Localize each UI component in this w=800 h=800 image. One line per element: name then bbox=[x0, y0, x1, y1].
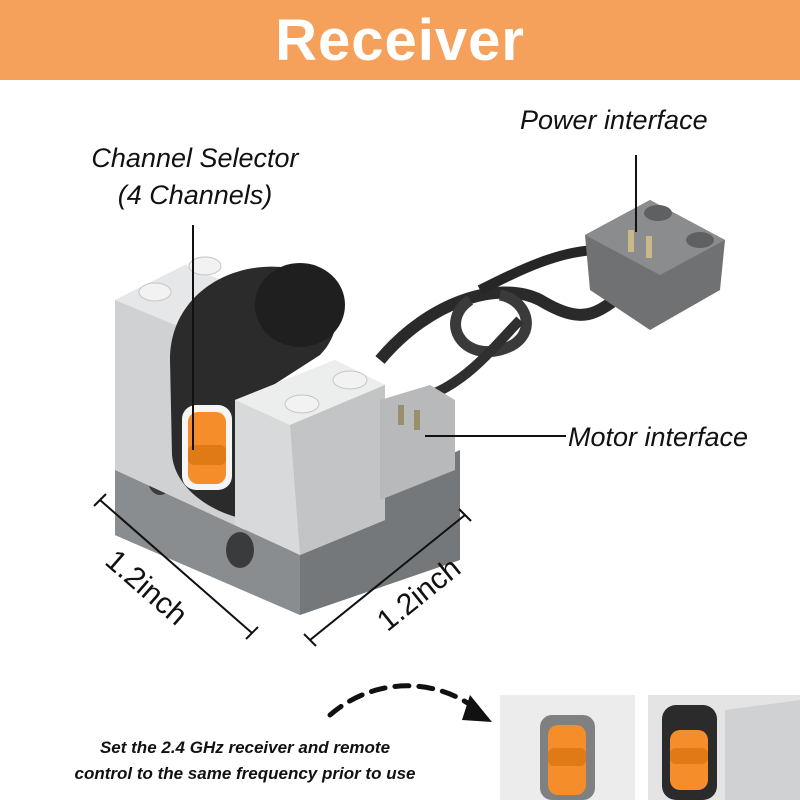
motor-interface-label: Motor interface bbox=[568, 422, 749, 452]
inset-photo-left bbox=[500, 695, 635, 800]
dimension-right bbox=[303, 508, 472, 647]
usage-note-line2: control to the same frequency prior to u… bbox=[74, 764, 416, 783]
channel-selector-label: Channel Selector (4 Channels) bbox=[70, 140, 320, 214]
banner-title: Receiver bbox=[275, 7, 525, 73]
dashed-arrow bbox=[327, 683, 492, 722]
channel-selector-line1: Channel Selector bbox=[91, 143, 299, 173]
title-banner: Receiver bbox=[0, 0, 800, 80]
channel-selector-line2: (4 Channels) bbox=[117, 180, 273, 210]
usage-note: Set the 2.4 GHz receiver and remote cont… bbox=[20, 735, 470, 787]
receiver-body bbox=[115, 256, 460, 615]
usage-note-line1: Set the 2.4 GHz receiver and remote bbox=[99, 738, 391, 757]
power-interface-label: Power interface bbox=[520, 105, 708, 135]
inset-photo-right bbox=[648, 695, 800, 800]
power-plug bbox=[585, 200, 725, 330]
dimension-left bbox=[93, 493, 259, 640]
